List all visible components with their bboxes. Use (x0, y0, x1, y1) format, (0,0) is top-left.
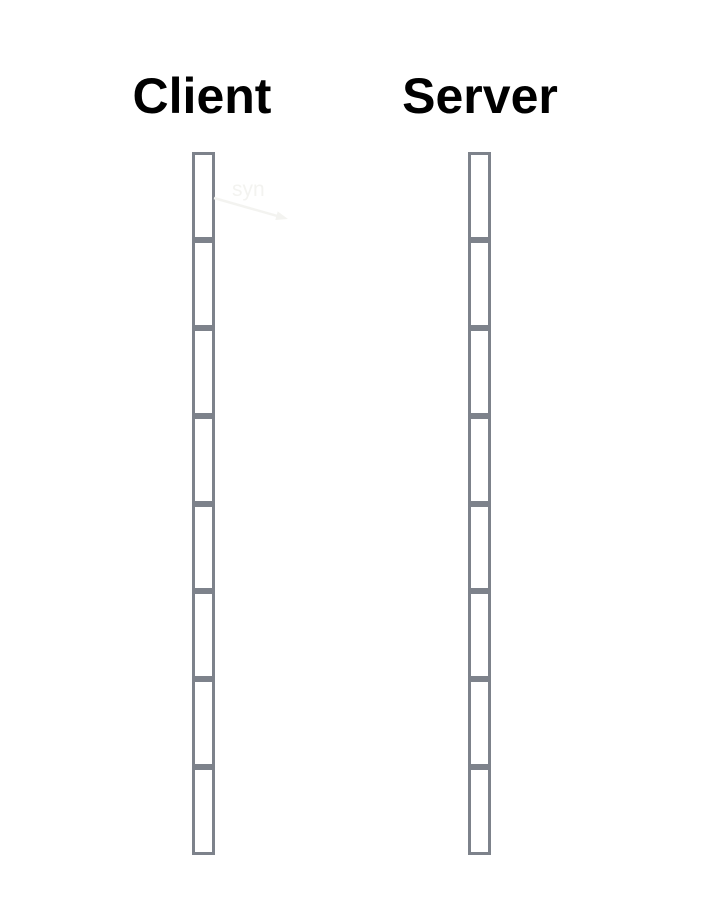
lifeline-segment (192, 679, 215, 768)
lifeline-segment (192, 591, 215, 680)
lifeline-segment (468, 767, 491, 856)
lifeline-client (192, 152, 215, 856)
lifeline-segment (468, 239, 491, 328)
syn-arrow-line (213, 196, 279, 218)
message-syn: syn (213, 178, 288, 220)
lifeline-segment (468, 152, 491, 240)
participant-title-server: Server (402, 68, 558, 124)
lifeline-segment (468, 591, 491, 680)
lifeline-server (468, 152, 491, 856)
lifeline-segment (192, 767, 215, 856)
lifeline-segment (192, 327, 215, 416)
syn-label: syn (232, 178, 265, 201)
lifeline-segment (468, 503, 491, 592)
lifeline-segment (468, 327, 491, 416)
lifeline-segment (192, 239, 215, 328)
lifeline-segment (468, 679, 491, 768)
lifeline-segment (192, 152, 215, 240)
lifeline-segment (468, 415, 491, 504)
lifeline-segment (192, 503, 215, 592)
participant-title-client: Client (132, 68, 272, 124)
syn-arrowhead-icon (275, 211, 288, 220)
lifeline-segment (192, 415, 215, 504)
